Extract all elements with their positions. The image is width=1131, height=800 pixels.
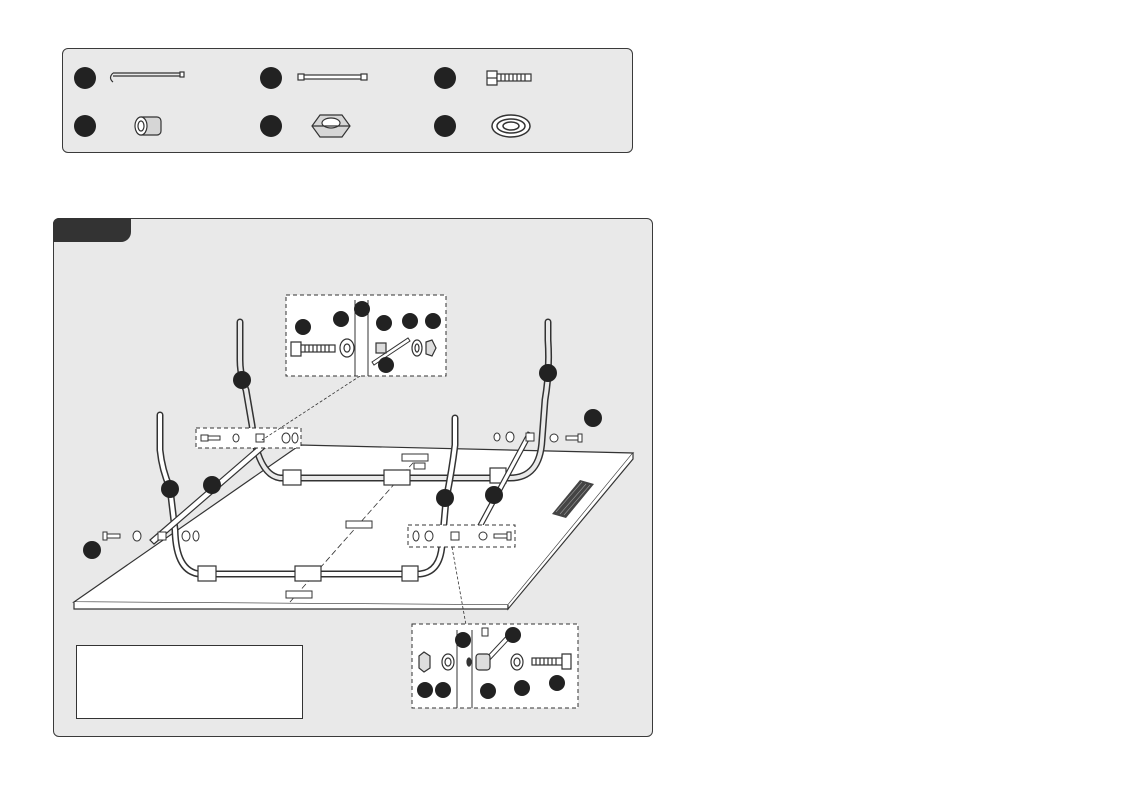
parts-list [74,67,532,138]
part-badge [434,115,456,137]
callout-badge [378,357,394,373]
hardware-group-left [102,530,200,542]
hinge-plate [345,520,373,529]
note-box [76,645,303,719]
callout-badge [203,476,221,494]
label-patch [552,480,594,518]
leader-line [451,546,467,626]
callout-badge [485,486,503,504]
callout-badge [514,680,530,696]
rod-hook-icon [109,71,185,83]
callout-badge [584,409,602,427]
callout-badge [436,489,454,507]
rod-icon [297,73,368,81]
part-badge [260,67,282,89]
hardware-group-top-right [493,431,583,443]
leader-line [261,375,361,441]
step-tab [53,218,131,242]
table-top [72,444,635,611]
callout-badge [161,480,179,498]
frame-clamp [294,565,322,582]
hinge-plate [285,590,313,599]
detail-box-top [285,294,447,377]
part-badge [260,115,282,137]
callout-badge [549,675,565,691]
callout-badge [455,632,471,648]
callout-badge [233,371,251,389]
callout-badge [505,627,521,643]
callout-badge [83,541,101,559]
hardware-group-bottom-right [407,524,516,548]
part-badge [74,67,96,89]
frame-clamp [197,565,217,582]
part-badge [434,67,456,89]
washer-icon [491,114,531,138]
callout-badge [435,682,451,698]
callout-badge [417,682,433,698]
spacer-sleeve-icon [134,116,162,136]
callout-badge [539,364,557,382]
assembly-callouts [83,364,602,559]
callout-badge [295,319,311,335]
clip-icon [413,462,426,470]
frame-clamp [401,565,419,582]
callout-badge [480,683,496,699]
detail-box-bottom [411,623,579,709]
bolt-icon [486,70,532,86]
hardware-group-top-left [195,427,302,449]
callout-badge [354,301,370,317]
callout-badge [333,311,349,327]
frame-clamp [282,469,302,486]
hinge-plate [401,453,429,462]
part-badge [74,115,96,137]
hex-nut-icon [311,114,351,138]
frame-clamp [383,469,411,486]
callout-badge [402,313,418,329]
callout-badge [425,313,441,329]
callout-badge [376,315,392,331]
